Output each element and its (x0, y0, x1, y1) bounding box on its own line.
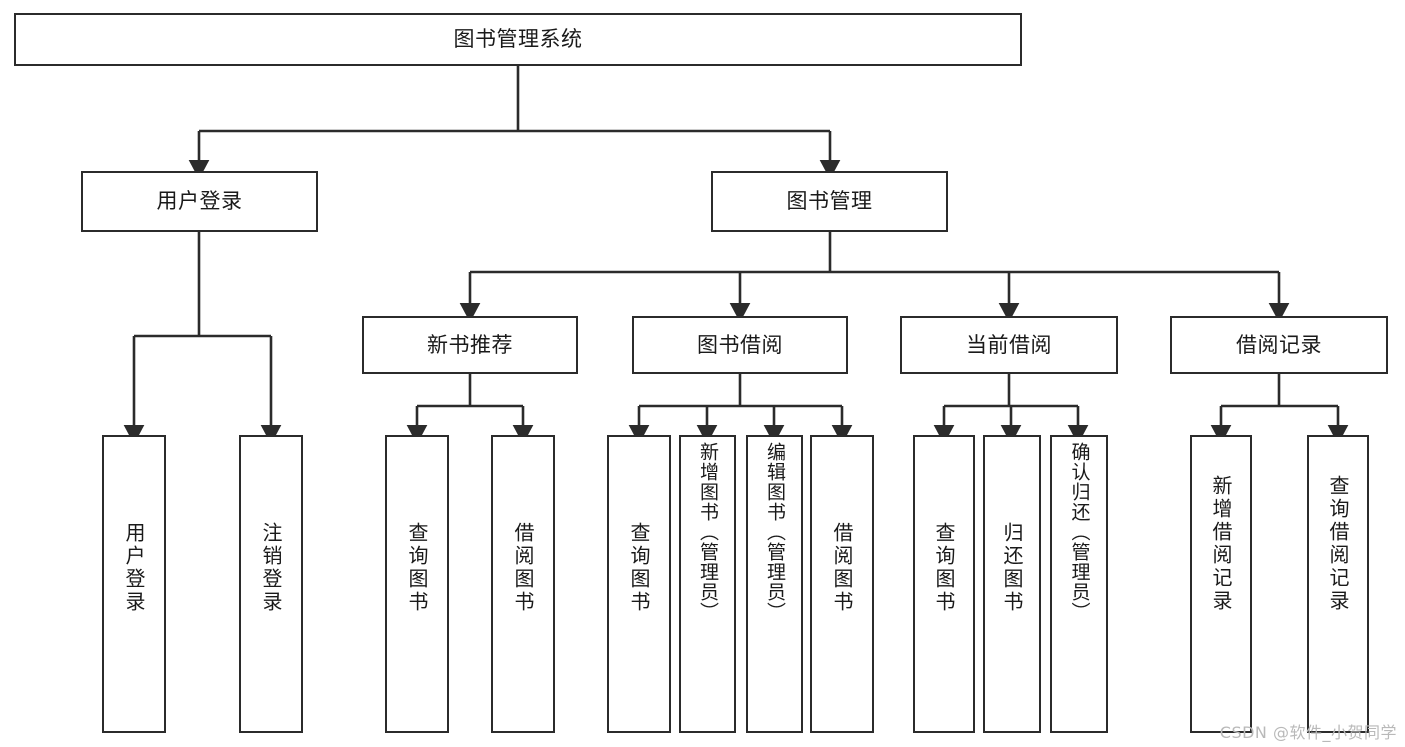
node-label: 新增借阅记录 (1209, 475, 1233, 613)
node-label: 查询图书 (932, 522, 956, 614)
node-label: 查询图书 (627, 522, 651, 614)
node-user-login[interactable]: 用户登录 (81, 171, 318, 232)
node-label: 新书推荐 (427, 332, 513, 357)
node-label: 当前借阅 (966, 332, 1052, 357)
leaf-confirm-return-admin[interactable]: 确认归还（管理员） (1050, 435, 1108, 733)
leaf-borrow-books[interactable]: 借阅图书 (810, 435, 874, 733)
node-label: 查询图书 (405, 522, 429, 614)
node-label: 查询借阅记录 (1326, 475, 1350, 613)
node-label: 图书管理 (786, 189, 873, 214)
node-label: 新增图书（管理员） (697, 442, 719, 622)
leaf-add-borrow-record[interactable]: 新增借阅记录 (1190, 435, 1252, 733)
node-label: 用户登录 (122, 522, 146, 614)
node-label: 图书管理系统 (453, 27, 583, 52)
node-label: 借阅记录 (1236, 332, 1322, 357)
leaf-borrow-books-recommend[interactable]: 借阅图书 (491, 435, 555, 733)
node-book-management[interactable]: 图书管理 (711, 171, 948, 232)
node-label: 借阅图书 (830, 522, 854, 614)
leaf-logout[interactable]: 注销登录 (239, 435, 303, 733)
node-label: 归还图书 (1000, 522, 1024, 614)
node-current-borrow[interactable]: 当前借阅 (900, 316, 1118, 374)
leaf-query-borrow-record[interactable]: 查询借阅记录 (1307, 435, 1369, 733)
node-label: 注销登录 (259, 522, 283, 614)
leaf-query-books-recommend[interactable]: 查询图书 (385, 435, 449, 733)
leaf-query-books-borrow[interactable]: 查询图书 (607, 435, 671, 733)
node-book-borrow[interactable]: 图书借阅 (632, 316, 848, 374)
csdn-watermark: CSDN @软件_小贺同学 (1219, 723, 1397, 742)
leaf-query-books-current[interactable]: 查询图书 (913, 435, 975, 733)
leaf-edit-book-admin[interactable]: 编辑图书（管理员） (746, 435, 803, 733)
node-label: 借阅图书 (511, 522, 535, 614)
node-borrow-record[interactable]: 借阅记录 (1170, 316, 1388, 374)
leaf-add-book-admin[interactable]: 新增图书（管理员） (679, 435, 736, 733)
node-label: 确认归还（管理员） (1068, 442, 1091, 622)
node-label: 用户登录 (156, 189, 243, 214)
node-new-book-recommend[interactable]: 新书推荐 (362, 316, 578, 374)
node-root-book-management-system[interactable]: 图书管理系统 (14, 13, 1022, 66)
node-label: 图书借阅 (697, 332, 783, 357)
leaf-user-login[interactable]: 用户登录 (102, 435, 166, 733)
leaf-return-books[interactable]: 归还图书 (983, 435, 1041, 733)
node-label: 编辑图书（管理员） (764, 442, 786, 622)
